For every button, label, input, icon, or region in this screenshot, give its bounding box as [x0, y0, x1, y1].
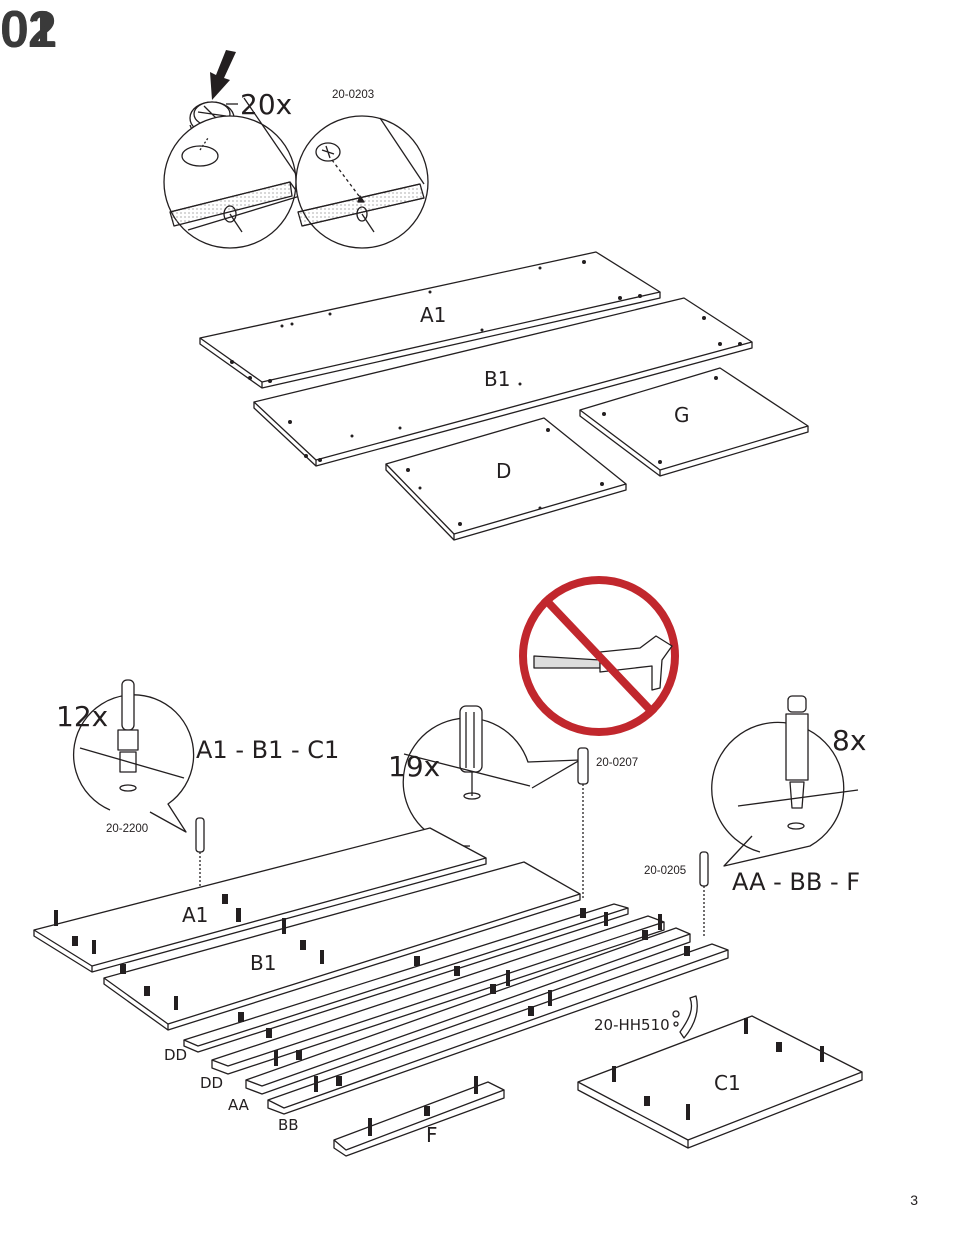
down-arrow-icon: [210, 50, 236, 100]
step-2-number: 02: [0, 1, 57, 59]
panel-a1-step2: [33, 827, 487, 973]
part-label-bb: BB: [278, 1116, 299, 1134]
callout-bubble-left: [72, 679, 195, 833]
callout-right-quantity: 8x: [832, 724, 866, 757]
part-label-b1: B1: [250, 951, 276, 975]
part-label-a1: A1: [182, 903, 208, 927]
part-label-dd-1: DD: [164, 1046, 187, 1064]
rail-dd-1: [183, 903, 629, 1053]
hardware-label: 20-HH510: [594, 1016, 670, 1034]
bolt-fitting-icon: [195, 817, 205, 888]
panel-b1: [253, 297, 753, 467]
step1-part-code: 20-0203: [332, 89, 374, 101]
panel-label-g: G: [674, 403, 690, 427]
detail-circle-after: [295, 115, 429, 249]
part-label-c1: C1: [714, 1071, 741, 1095]
detail-circle-before: [163, 97, 301, 249]
panel-a1: [199, 251, 661, 389]
callout-right-code: 20-0205: [644, 865, 686, 877]
callout-left-applies: A1 - B1 - C1: [196, 736, 339, 764]
panel-label-b1: B1: [484, 367, 510, 391]
part-label-dd-2: DD: [200, 1074, 223, 1092]
panel-label-d: D: [496, 459, 511, 483]
step-1-number: 01: [0, 1, 57, 59]
panel-g: [579, 367, 809, 477]
callout-mid-quantity: 19x: [388, 750, 440, 783]
callout-mid-code: 20-0207: [596, 757, 638, 769]
panel-b1-step2: [103, 861, 581, 1031]
no-hammer-icon: [519, 576, 679, 736]
callout-bubble-right: [711, 695, 859, 867]
part-label-f: F: [426, 1123, 438, 1147]
rail-aa: [245, 927, 691, 1095]
callout-right-applies: AA - BB - F: [732, 868, 860, 896]
screw-fitting-icon: [699, 851, 709, 938]
callout-bubble-middle: [402, 705, 581, 847]
rail-dd-2: [211, 915, 665, 1075]
callout-left-code: 20-2200: [106, 823, 148, 835]
bracket-icon: [672, 995, 698, 1039]
panel-label-a1: A1: [420, 303, 446, 327]
step1-quantity: 20x: [240, 88, 292, 121]
page-number: 3: [910, 1192, 918, 1208]
rail-f: [333, 1081, 505, 1157]
part-label-aa: AA: [228, 1096, 250, 1114]
panel-c1: [577, 1015, 863, 1149]
dowel-icon: [577, 747, 589, 900]
fittings: [54, 894, 824, 1136]
rail-bb: [267, 943, 729, 1115]
panel-holes: [230, 260, 742, 526]
callout-left-quantity: 12x: [56, 700, 108, 733]
panel-d: [385, 417, 627, 541]
